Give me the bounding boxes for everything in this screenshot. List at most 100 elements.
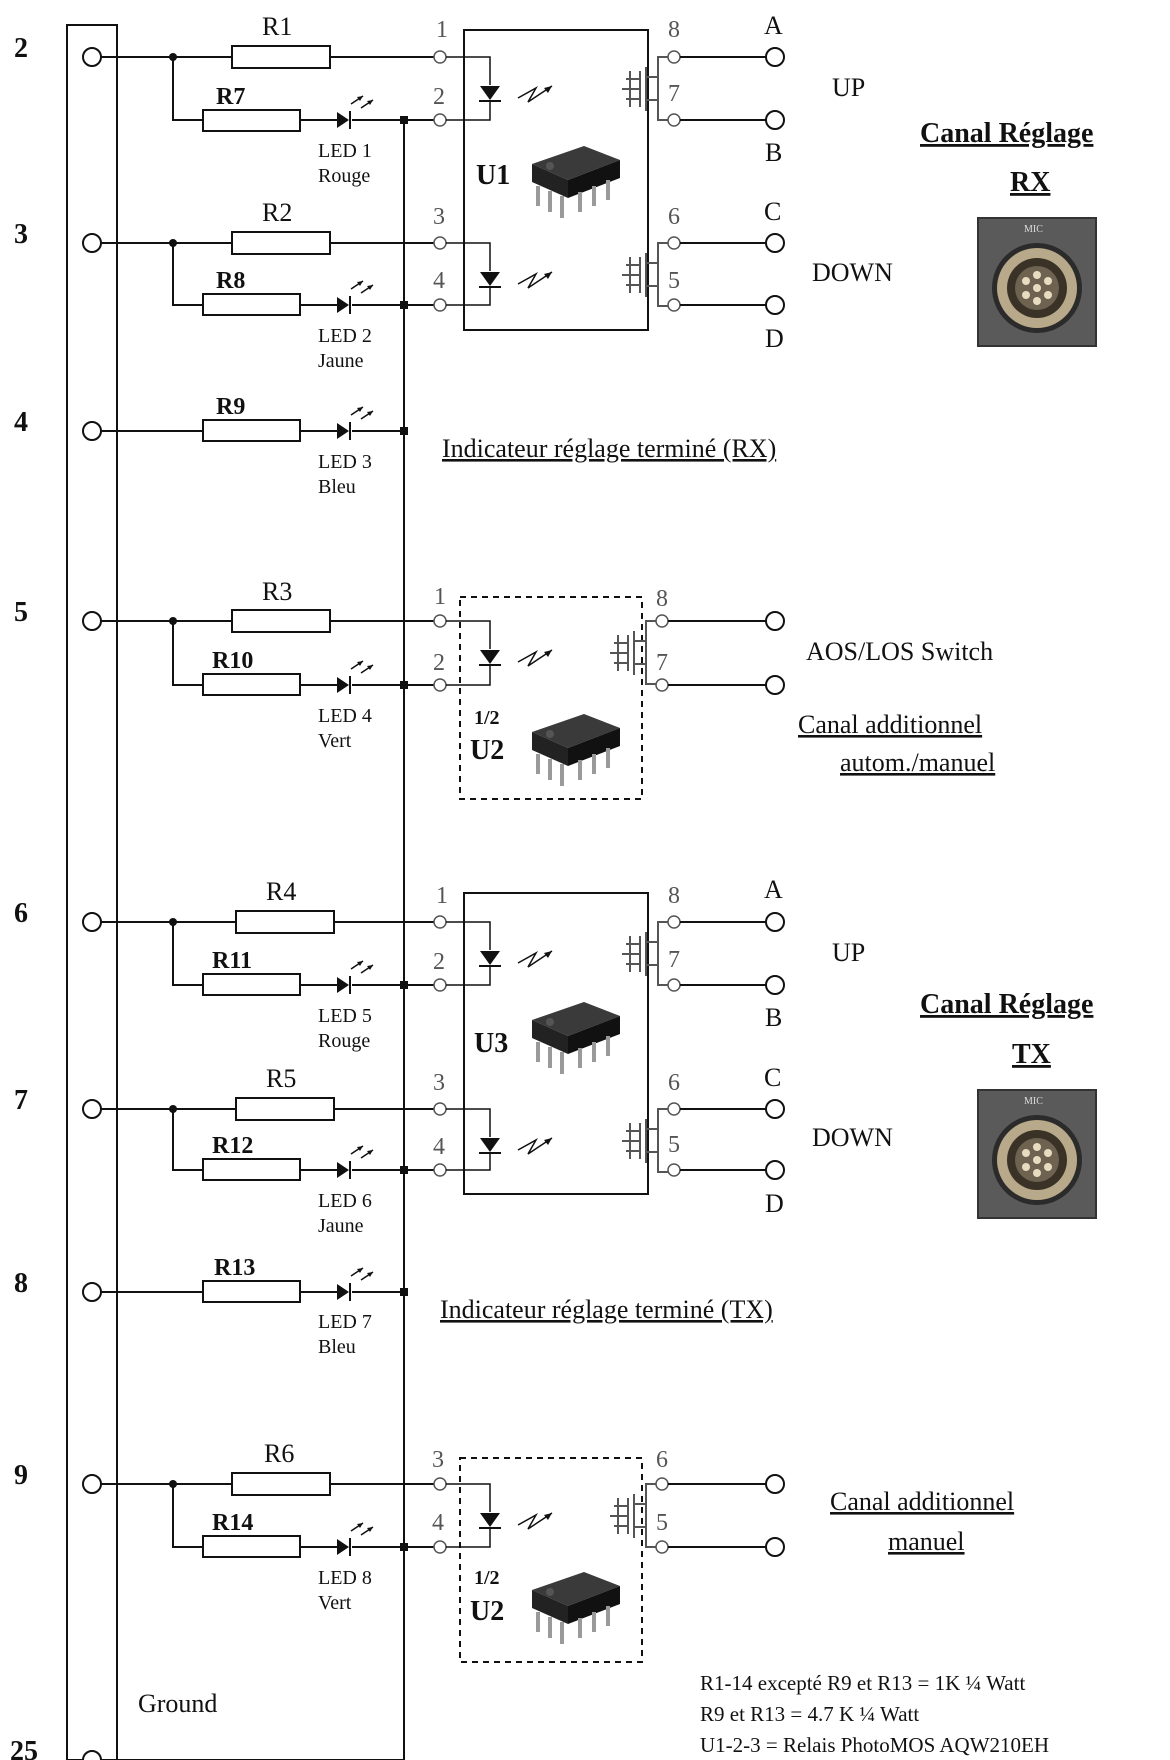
svg-text:MIC: MIC bbox=[1024, 224, 1043, 235]
u1-pin-3: 3 bbox=[433, 204, 445, 230]
u3-label: U3 bbox=[474, 1028, 508, 1059]
led-5-name: LED 5 bbox=[318, 1005, 372, 1027]
r8-label: R8 bbox=[216, 268, 245, 294]
relay-u1 bbox=[433, 29, 785, 331]
u1-chip-icon bbox=[530, 144, 622, 220]
r1-label: R1 bbox=[262, 12, 292, 41]
resistor-r3 bbox=[231, 609, 331, 633]
resistor-r2 bbox=[231, 231, 331, 255]
pin-label-6: 6 bbox=[14, 898, 28, 929]
resistor-r10 bbox=[202, 673, 301, 696]
u2b-half-label: 1/2 bbox=[474, 1567, 500, 1589]
relay-u3 bbox=[433, 892, 785, 1195]
r12-label: R12 bbox=[212, 1133, 253, 1159]
u1-up-label: UP bbox=[832, 73, 865, 102]
relay-u2-half-a bbox=[433, 596, 785, 800]
pin-label-5: 5 bbox=[14, 597, 28, 628]
u1-pin-7: 7 bbox=[668, 81, 680, 107]
led-6-color: Jaune bbox=[318, 1215, 364, 1237]
connector-pin-labels: 2 3 4 5 6 7 8 9 25 bbox=[10, 33, 38, 1760]
r14-label: R14 bbox=[212, 1510, 253, 1536]
u3-pin-6: 6 bbox=[668, 1070, 680, 1096]
resistor-r5 bbox=[235, 1097, 335, 1121]
connector-terminals bbox=[82, 47, 102, 1760]
tx-label: TX bbox=[1012, 1039, 1051, 1070]
led-1-name: LED 1 bbox=[318, 140, 372, 162]
led-4-color: Vert bbox=[318, 730, 352, 752]
pin-label-9: 9 bbox=[14, 1460, 28, 1491]
led-2-name: LED 2 bbox=[318, 325, 372, 347]
u3-pin-3: 3 bbox=[433, 1070, 445, 1096]
u2a-label: U2 bbox=[470, 735, 504, 766]
u3-chip-icon bbox=[530, 1000, 622, 1076]
resistor-r1 bbox=[231, 45, 331, 69]
led-8-color: Vert bbox=[318, 1592, 352, 1614]
common-bus bbox=[101, 120, 405, 1760]
row-pin-3 bbox=[101, 231, 440, 316]
u2b-label: U2 bbox=[470, 1596, 504, 1627]
led-7-name: LED 7 bbox=[318, 1311, 372, 1333]
row-pin-9 bbox=[101, 1472, 440, 1558]
row-pin-6 bbox=[101, 910, 440, 996]
r2-label: R2 bbox=[262, 198, 292, 227]
autom-manuel-label: autom./manuel bbox=[840, 748, 995, 777]
u1-label: U1 bbox=[476, 160, 510, 191]
u2b-pin-6: 6 bbox=[656, 1447, 668, 1473]
note-line-2: R9 et R13 = 4.7 K ¼ Watt bbox=[700, 1702, 919, 1726]
u1-out-b: B bbox=[765, 138, 782, 167]
resistor-r12 bbox=[202, 1158, 301, 1181]
row-pin-4 bbox=[101, 406, 408, 442]
u2b-pin-3: 3 bbox=[432, 1447, 444, 1473]
u2a-pin-1: 1 bbox=[434, 584, 446, 610]
u2a-chip-icon bbox=[530, 712, 622, 788]
mic-connector-tx-icon: MIC bbox=[977, 1089, 1097, 1219]
ground-label: Ground bbox=[138, 1689, 217, 1718]
u3-pin-1: 1 bbox=[436, 883, 448, 909]
u1-pin-8: 8 bbox=[668, 17, 680, 43]
u3-pin-5: 5 bbox=[668, 1132, 680, 1158]
canal-reglage-rx-title: Canal Réglage bbox=[920, 118, 1093, 149]
u1-out-d: D bbox=[765, 324, 784, 353]
led-4-icon bbox=[336, 660, 374, 695]
r7-label: R7 bbox=[216, 84, 245, 110]
canal-add-2: Canal additionnel bbox=[830, 1487, 1014, 1516]
resistor-r7 bbox=[202, 109, 301, 132]
u1-down-label: DOWN bbox=[812, 258, 893, 287]
note-line-1: R1-14 excepté R9 et R13 = 1K ¼ Watt bbox=[700, 1671, 1025, 1695]
manuel-label: manuel bbox=[888, 1527, 965, 1556]
pin-label-25: 25 bbox=[10, 1736, 38, 1760]
resistor-r13 bbox=[202, 1280, 301, 1303]
u1-out-c: C bbox=[764, 197, 781, 226]
u3-down-label: DOWN bbox=[812, 1123, 893, 1152]
led-7-color: Bleu bbox=[318, 1336, 356, 1358]
u2a-pin-8: 8 bbox=[656, 586, 668, 612]
pin-label-3: 3 bbox=[14, 219, 28, 250]
svg-text:MIC: MIC bbox=[1024, 1096, 1043, 1107]
pin-label-7: 7 bbox=[14, 1085, 28, 1116]
u2b-chip-icon bbox=[530, 1570, 622, 1646]
led-8-icon bbox=[336, 1522, 374, 1557]
r9-label: R9 bbox=[216, 394, 245, 420]
r5-label: R5 bbox=[266, 1064, 296, 1093]
resistor-r11 bbox=[202, 973, 301, 996]
led-1-color: Rouge bbox=[318, 165, 370, 187]
r4-label: R4 bbox=[266, 877, 296, 906]
led-6-name: LED 6 bbox=[318, 1190, 372, 1212]
rx-label: RX bbox=[1010, 167, 1050, 198]
pin-label-2: 2 bbox=[14, 33, 28, 64]
u1-pin-2: 2 bbox=[433, 84, 445, 110]
led-5-color: Rouge bbox=[318, 1030, 370, 1052]
u1-pin-1: 1 bbox=[436, 17, 448, 43]
led-4-name: LED 4 bbox=[318, 705, 372, 727]
u2a-half-label: 1/2 bbox=[474, 707, 500, 729]
connector-body bbox=[66, 24, 118, 1760]
r11-label: R11 bbox=[212, 948, 252, 974]
led-7-icon bbox=[336, 1267, 374, 1302]
pin-label-4: 4 bbox=[14, 407, 28, 438]
led-5-icon bbox=[336, 960, 374, 995]
resistor-r9 bbox=[202, 419, 301, 442]
row-pin-7 bbox=[101, 1097, 440, 1181]
u3-out-c: C bbox=[764, 1063, 781, 1092]
led-1-icon bbox=[336, 95, 374, 130]
